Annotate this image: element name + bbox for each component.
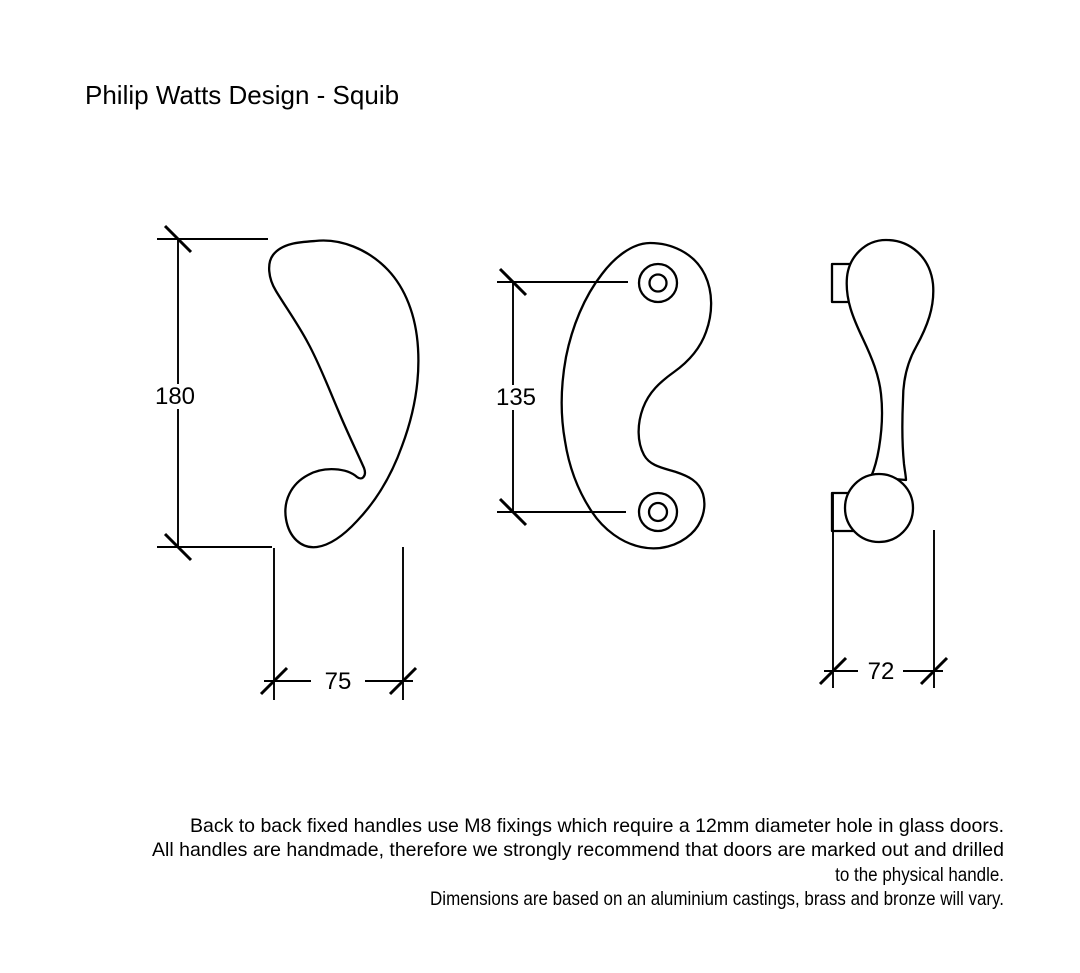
notes-block: Back to back fixed handles use M8 fixing… (104, 814, 1004, 912)
view-side-elevation (830, 238, 935, 544)
dim-depth-tick-left (818, 656, 848, 686)
note-line: to the physical handle. (835, 863, 1004, 886)
note-line: Back to back fixed handles use M8 fixing… (190, 815, 1004, 837)
dim-height-tick-top (163, 224, 193, 254)
dim-height-tick-bottom (163, 532, 193, 562)
fixing-hole-bottom-inner (647, 501, 669, 523)
dim-centres-label: 135 (496, 384, 536, 411)
view-side-profile (268, 239, 420, 549)
dim-width: 75 (259, 547, 418, 700)
fixing-hole-top-inner (648, 273, 668, 293)
dim-width-tick-right (388, 666, 418, 696)
dim-width-label: 75 (325, 668, 352, 695)
view-front (560, 241, 713, 550)
dim-height-label: 180 (155, 383, 195, 410)
dim-height: 180 (155, 224, 272, 562)
side-profile-outline (268, 239, 420, 549)
note-line: Dimensions are based on an aluminium cas… (430, 888, 1004, 911)
dim-centres-tick-top (498, 267, 528, 297)
side-elevation-outline (845, 238, 935, 482)
drawing-title: Philip Watts Design - Squib (85, 80, 400, 110)
front-outline (560, 241, 713, 550)
dim-width-tick-left (259, 666, 289, 696)
dim-fixing-centres: 135 (496, 267, 628, 527)
dim-depth-label: 72 (868, 658, 895, 685)
dim-centres-tick-bottom (498, 497, 528, 527)
dim-depth-tick-right (919, 656, 949, 686)
note-line: All handles are handmade, therefore we s… (152, 839, 1004, 862)
handle-ball (843, 472, 915, 544)
dim-depth: 72 (818, 493, 949, 688)
